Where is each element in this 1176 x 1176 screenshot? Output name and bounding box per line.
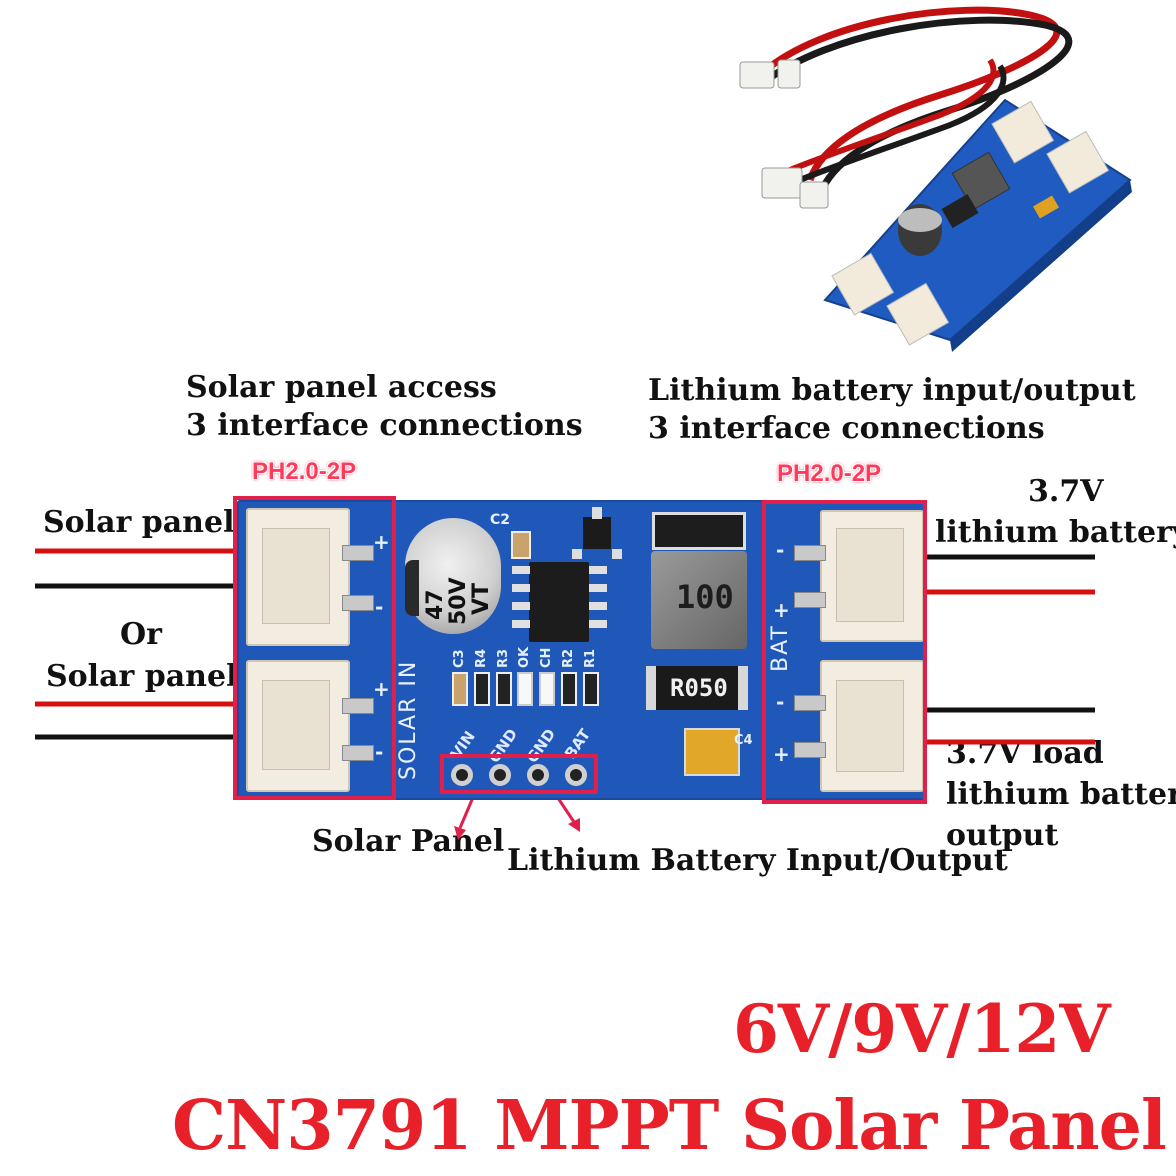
- connector-type-left: PH2.0-2P: [252, 458, 357, 485]
- minus-sign: -: [776, 538, 785, 562]
- solar-connector-1-pin-b: [342, 595, 374, 611]
- product-title: CN3791 MPPT Solar Panel: [172, 1086, 1167, 1166]
- lithium-io-line2: 3 interface connections: [648, 411, 1045, 446]
- battery-connector-1-pin-a: [794, 545, 826, 561]
- transistor: [583, 517, 611, 549]
- pin-header-highlight: [440, 754, 598, 794]
- load-line3: output: [946, 818, 1059, 854]
- solar-panel-pins-label: Solar Panel: [312, 824, 505, 859]
- load-line2: lithium battery: [946, 777, 1176, 813]
- solar-connector-1-slot: [262, 528, 330, 624]
- inductor-label: 100: [676, 578, 734, 616]
- sense-resistor: [646, 666, 748, 710]
- smd-part: [561, 672, 577, 706]
- capacitor-label-3: VT: [469, 582, 494, 615]
- battery-label: lithium battery: [935, 515, 1176, 550]
- connector-type-right: PH2.0-2P: [777, 460, 882, 487]
- external-wires: [35, 548, 1095, 840]
- c3-label: C3: [452, 649, 467, 668]
- electrolytic-capacitor: [405, 518, 501, 634]
- solar-connector-highlight: [233, 496, 396, 800]
- tantalum-capacitor: [684, 728, 740, 776]
- led-ok: [517, 672, 533, 706]
- battery-connector-2-pin-a: [794, 695, 826, 711]
- solar-access-line2: 3 interface connections: [186, 408, 583, 443]
- plus-sign: +: [373, 677, 390, 701]
- inductor: [651, 551, 747, 649]
- pin-hole-bat: [565, 764, 587, 786]
- r3-label: R3: [496, 648, 511, 668]
- or-label: Or: [120, 617, 162, 652]
- chip-pins-left: [512, 566, 530, 638]
- solar-access-line1: Solar panel access: [186, 370, 497, 405]
- resistor-label: R050: [670, 674, 728, 702]
- c2-label: C2: [490, 512, 511, 528]
- ch-label: CH: [539, 647, 554, 668]
- smd-part: [496, 672, 512, 706]
- solar-panel-label-bottom: Solar panel: [46, 659, 238, 694]
- minus-sign: -: [776, 690, 785, 714]
- solar-connector-2-pin-a: [342, 698, 374, 714]
- capacitor-label-2: 50V: [446, 577, 471, 625]
- transistor-leg: [612, 549, 622, 559]
- lithium-io-line1: Lithium battery input/output: [648, 373, 1136, 408]
- solar-connector-1-pin-a: [342, 545, 374, 561]
- voltage-title: 6V/9V/12V: [733, 990, 1111, 1068]
- product-photo: [739, 6, 1132, 352]
- battery-voltage-label: 3.7V: [1028, 474, 1104, 509]
- battery-connector-highlight: [762, 500, 927, 804]
- pin-hole-gnd-2: [527, 764, 549, 786]
- capacitor-band: [405, 560, 419, 616]
- solar-in-silk: SOLAR IN: [396, 659, 421, 780]
- cap-series: VT: [469, 582, 494, 615]
- c4-label: C4: [734, 733, 753, 748]
- transistor-leg: [572, 549, 582, 559]
- battery-connector-1-pin-b: [794, 592, 826, 608]
- schottky-diode: [652, 512, 746, 550]
- pin-hole-vin: [451, 764, 473, 786]
- r4-label: R4: [474, 648, 489, 668]
- r1-label: R1: [583, 648, 598, 668]
- minus-sign: -: [375, 595, 384, 619]
- battery-connector-2-pin-b: [794, 742, 826, 758]
- pin-hole-gnd-1: [489, 764, 511, 786]
- solar-connector-2-pin-b: [342, 745, 374, 761]
- solar-panel-label-top: Solar panel: [43, 505, 235, 540]
- plus-sign: +: [773, 598, 790, 622]
- lithium-io-label: Lithium battery input/output 3 interface…: [648, 373, 1136, 447]
- battery-connector-1-slot: [836, 528, 904, 622]
- c2-part: [511, 531, 531, 559]
- smd-part: [452, 672, 468, 706]
- smd-part: [474, 672, 490, 706]
- battery-connector-2-slot: [836, 680, 904, 772]
- led-ch: [539, 672, 555, 706]
- solar-access-label: Solar panel access 3 interface connectio…: [186, 370, 583, 444]
- cap-value: 47: [423, 589, 448, 620]
- ok-label: OK: [517, 646, 532, 668]
- plus-sign: +: [773, 742, 790, 766]
- solar-connector-2-slot: [262, 680, 330, 770]
- chip-pins-right: [589, 566, 607, 638]
- cap-voltage: 50V: [446, 577, 471, 625]
- r2-label: R2: [561, 648, 576, 668]
- lithium-pins-label: Lithium Battery Input/Output: [507, 843, 1008, 878]
- cn3791-chip: [529, 562, 589, 642]
- transistor-leg: [592, 507, 602, 519]
- plus-sign: +: [373, 530, 390, 554]
- minus-sign: -: [375, 740, 384, 764]
- smd-part: [583, 672, 599, 706]
